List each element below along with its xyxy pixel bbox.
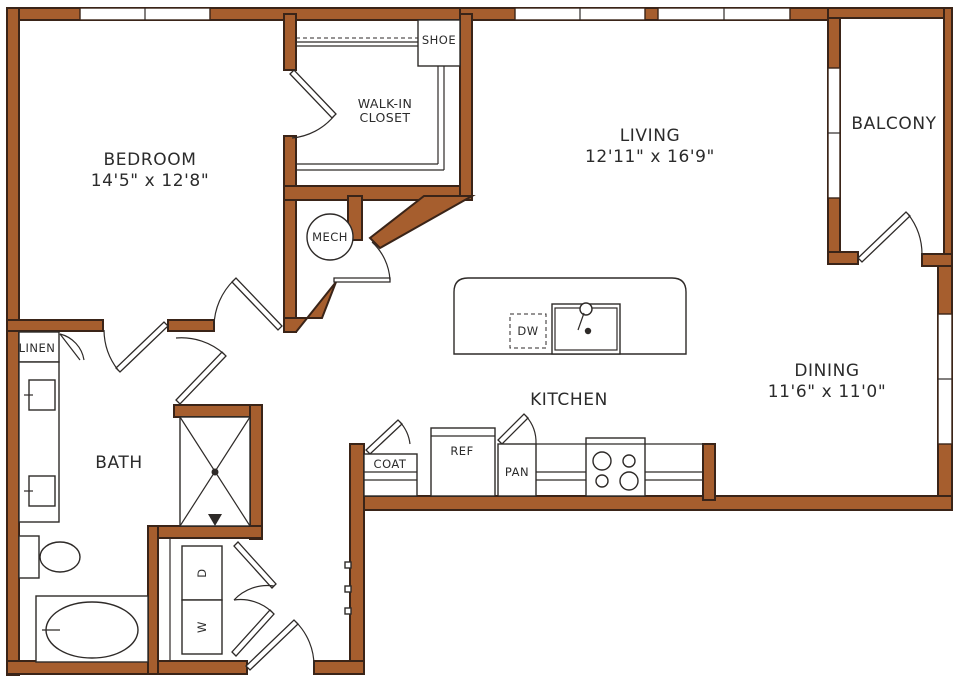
shower-head [208,514,222,526]
interior-walls [6,13,953,675]
faucet-neck [577,312,585,331]
door-bedroom [231,277,283,331]
door-laundry-upper-swing [233,584,275,601]
door-mech-swing [371,241,391,281]
dryer [181,545,223,601]
wall-kitchen-end [702,443,716,501]
door-linen [59,333,81,361]
balcony-label: BALCONY [851,114,936,134]
laundry-fixtures [169,538,352,661]
washer [181,599,223,655]
toilet-tank [18,535,40,579]
wall-shower-bottom [147,525,263,539]
windows [79,7,953,445]
wall-closet-right [459,13,473,201]
wall-balcony-right [943,7,953,267]
pantry [497,443,537,497]
dining-label: DINING [794,361,859,381]
closet-label-1: WALK-IN [358,96,412,111]
coat-closet [363,453,418,497]
door-pantry-swing [525,415,537,445]
dryer-label: D [195,568,209,577]
mech-label: MECH [312,230,348,244]
door-bedroom-swing [213,279,235,327]
wall-entry-vertical [349,443,365,675]
door-pantry [497,413,529,445]
sink-lower [28,475,56,507]
shoe-label: SHOE [422,33,456,47]
shoe-rack [417,19,461,67]
living-dims: 12'11" x 16'9" [585,147,715,167]
bedroom-label: BEDROOM [104,150,197,170]
door-bath-hall-swing [175,337,225,355]
bath-fixtures [18,331,251,663]
hook-1 [344,561,352,569]
door-bath-hall [175,351,227,405]
sink-drain [584,327,592,335]
labels: BEDROOM 14'5" x 12'8" LIVING 12'11" x 16… [19,33,936,633]
washer-label: W [195,621,209,633]
door-linen-swing [59,333,85,361]
wall-bedroom-bath [6,319,104,332]
wall-shower-top [173,404,263,418]
wall-balcony-bottom-2 [921,253,953,267]
wall-shower-right [249,404,263,540]
mech-unit [306,213,354,261]
burner-top-left [592,451,612,471]
shower-drain [211,468,219,476]
bedroom-dims: 14'5" x 12'8" [91,171,210,191]
wall-mech-bottom [283,281,337,333]
wall-bath-laundry [147,525,159,675]
door-coat [365,419,403,455]
door-coat-swing [399,421,411,445]
doors [59,69,923,671]
entry-hooks [344,561,352,615]
wall-left [6,7,20,676]
wall-top-left [6,7,489,21]
toilet-bowl [39,541,81,573]
pan-label: PAN [505,465,529,479]
refrigerator [430,427,496,497]
wall-entry-bottom [313,660,365,675]
door-bath-swing [103,329,119,371]
faucet-head [579,302,593,316]
closet-shelving [296,19,461,171]
door-bath [115,321,169,373]
wall-bedroom-bath-2 [167,319,215,332]
living-label: LIVING [620,126,681,146]
wall-bottom-right [361,495,953,511]
door-laundry-lower [231,609,275,657]
dw-label: DW [517,324,538,338]
hook-2 [344,585,352,593]
door-laundry-upper [233,541,277,589]
kitchen-label: KITCHEN [530,390,608,410]
door-mech [333,277,391,283]
door-balcony-swing [907,213,923,257]
burner-bottom-right [619,471,639,491]
wall-balcony-top [827,7,953,19]
door-balcony [857,211,911,263]
hook-3 [344,607,352,615]
coat-label: COAT [374,457,407,471]
door-closet [289,69,337,119]
burner-bottom-left [595,474,609,488]
closet-label-2: CLOSET [360,110,411,125]
dishwasher [509,313,547,349]
kitchen-fixtures [363,277,703,497]
wall-closet-left [283,13,297,71]
wall-balcony-bottom [827,251,859,265]
bath-label: BATH [95,453,143,473]
door-closet-swing [291,115,335,139]
door-laundry-lower-swing [233,598,273,613]
linen-label: LINEN [19,341,56,355]
burner-top-right [622,454,636,468]
wall-bottom-left [6,660,248,675]
dining-dims: 11'6" x 11'0" [768,382,887,402]
wall-closet-left-2 [283,135,297,333]
wall-mech-diagonal [368,195,476,250]
ref-label: REF [450,444,473,458]
door-entry-swing [295,621,315,667]
